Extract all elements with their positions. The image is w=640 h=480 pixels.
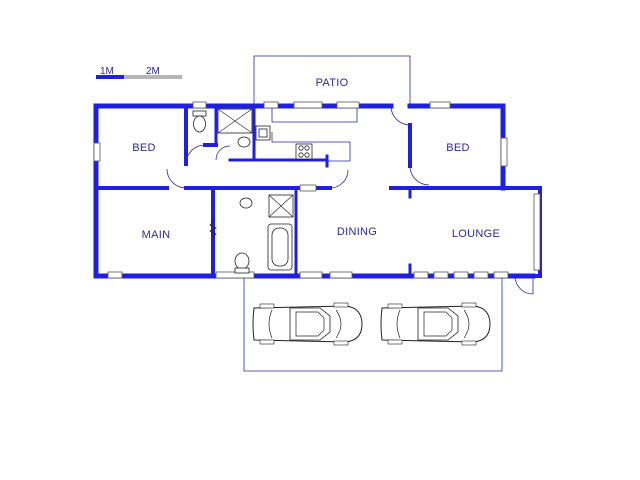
window	[293, 101, 323, 109]
room-label-bed-right: BED	[446, 142, 470, 154]
bathtub-icon	[267, 223, 293, 271]
room-label-patio: PATIO	[316, 77, 349, 89]
room-label-main: MAIN	[142, 229, 171, 241]
patio-outline	[253, 55, 411, 106]
window	[192, 101, 207, 109]
window	[453, 271, 469, 279]
window	[413, 271, 429, 279]
door-swing	[409, 165, 430, 186]
scale-label-2m: 2M	[146, 66, 160, 77]
carport-outline	[243, 276, 503, 372]
kitchen-counter-top	[271, 106, 358, 123]
basin-icon	[237, 136, 251, 148]
car-icon	[380, 302, 491, 346]
window	[299, 184, 317, 192]
basin-icon	[239, 197, 253, 209]
window	[93, 142, 101, 162]
window	[263, 101, 279, 109]
kitchen-sink-icon	[255, 125, 271, 141]
thin-outlines	[166, 55, 534, 372]
scale-label-1m: 1M	[100, 66, 114, 77]
room-label-bed-left: BED	[132, 142, 156, 154]
door-swing	[166, 168, 187, 189]
room-label-dining: DINING	[337, 226, 377, 238]
scale-bar: 1M 2M	[96, 66, 182, 79]
room-labels: PATIO BED BED MAIN DINING LOUNGE	[132, 77, 500, 241]
window	[429, 101, 451, 109]
window	[107, 271, 123, 279]
car-icon	[252, 302, 363, 346]
windows	[93, 101, 541, 279]
window	[329, 271, 353, 279]
door-swing	[185, 144, 206, 165]
door-swing	[329, 169, 349, 189]
shower-icon	[217, 108, 253, 134]
window	[299, 271, 323, 279]
window	[500, 137, 508, 167]
window	[473, 271, 489, 279]
stove-icon	[295, 143, 313, 160]
shower-icon	[268, 194, 294, 218]
walls	[93, 103, 542, 279]
window	[336, 101, 360, 109]
door-swing	[514, 275, 534, 295]
window	[433, 271, 449, 279]
room-label-lounge: LOUNGE	[452, 228, 500, 240]
toilet-icon	[234, 252, 250, 274]
door-swing	[390, 105, 411, 126]
door-swing	[215, 145, 231, 161]
fixtures	[192, 108, 313, 274]
window	[533, 193, 541, 271]
toilet-icon	[192, 110, 207, 133]
door-marker	[209, 221, 217, 238]
window	[493, 271, 509, 279]
